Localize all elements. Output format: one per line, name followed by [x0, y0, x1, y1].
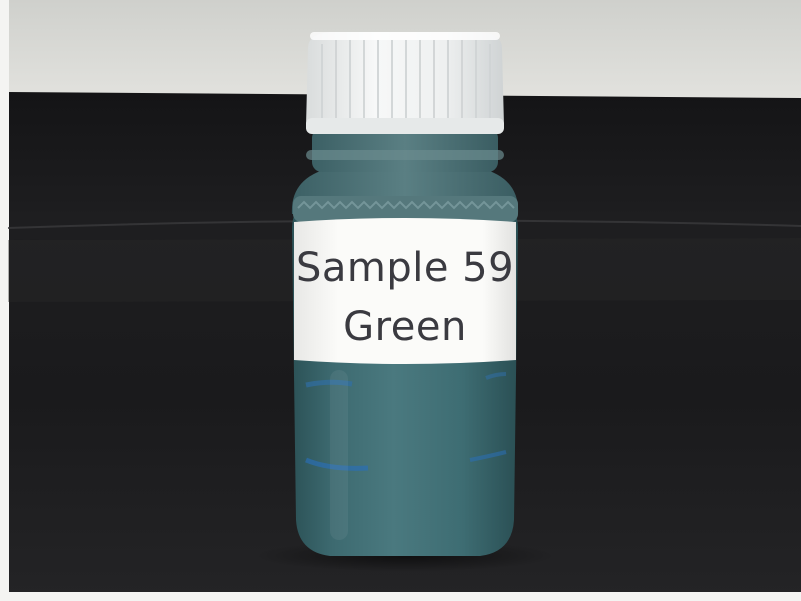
liquid-streak [469, 450, 507, 462]
sample-bottle: Sample 59 Green [291, 32, 519, 556]
bottle-label [294, 218, 516, 364]
left-frame-edge [0, 0, 9, 601]
label-line-1: Sample 59 [296, 245, 514, 291]
cap-top-edge [310, 32, 500, 40]
bottom-frame-edge [0, 592, 801, 601]
liquid-streak [485, 372, 507, 380]
ring-texture [297, 200, 515, 210]
cap-ridges [321, 40, 491, 130]
label-line-2: Green [343, 304, 467, 350]
neck-band [306, 150, 504, 160]
liquid-streak [305, 457, 369, 471]
liquid-highlight [330, 370, 348, 540]
liquid-streak [305, 379, 353, 388]
cap-bottom-band [306, 118, 504, 134]
